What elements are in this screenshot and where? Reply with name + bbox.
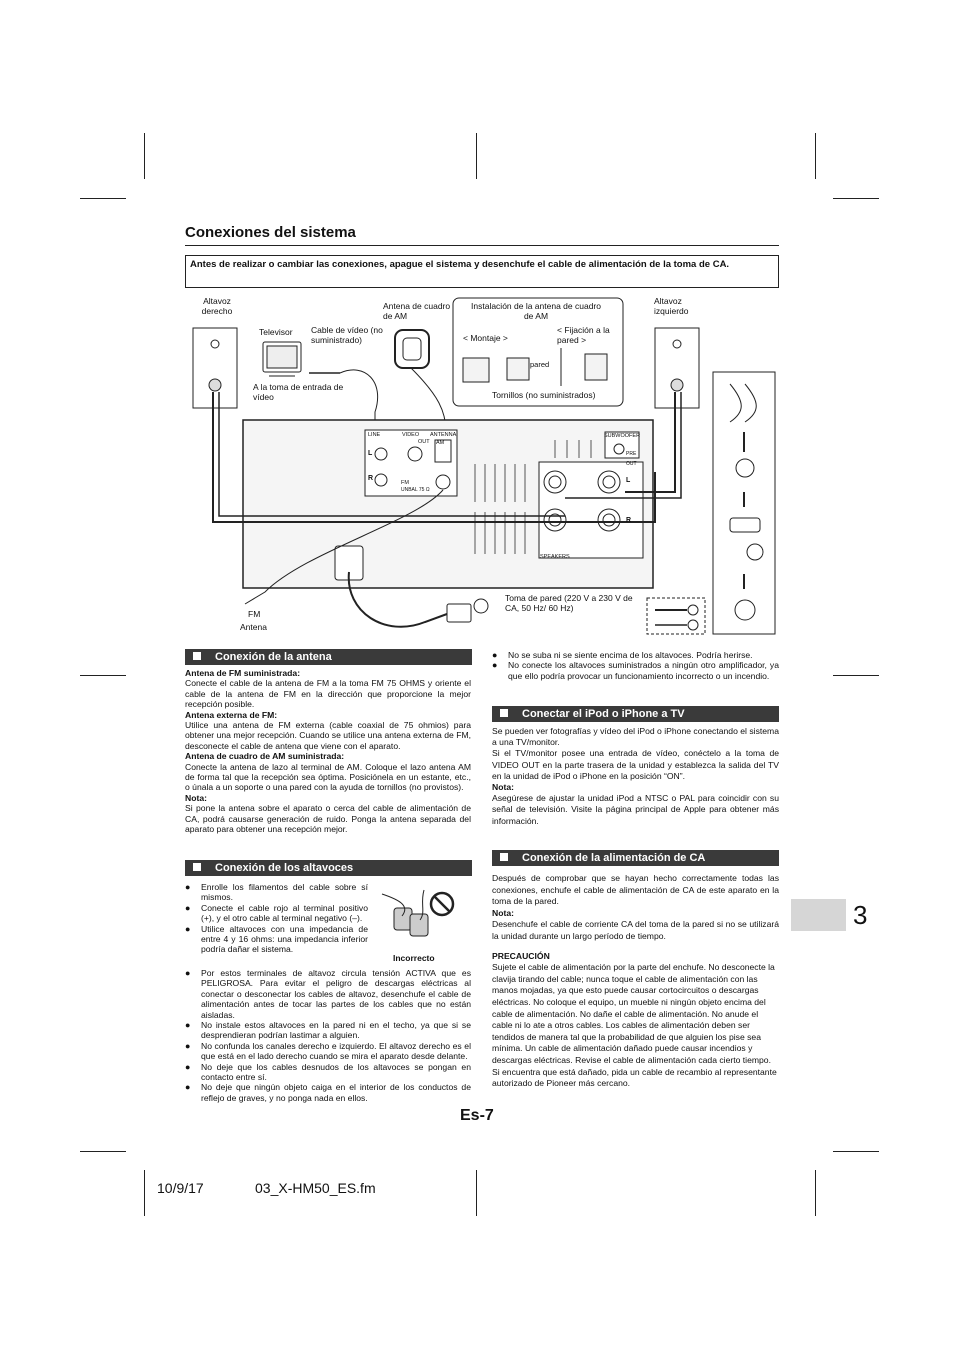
panel-l-spk: L [626,477,631,484]
panel-fm-sub: UNBAL 75 Ω [401,487,430,493]
panel-subwoofer: SUBWOOFER [604,433,641,439]
chapter-tab [791,899,846,931]
crop-mark [476,1170,477,1216]
label-fm-1: FM [248,609,261,619]
label-speaker-right: Altavoz derecho [201,296,233,316]
connection-diagram [192,297,776,635]
crop-mark [144,133,145,179]
panel-line: LINE [368,432,381,438]
ipod-text: Se pueden ver fotografías y vídeo del iP… [492,726,779,826]
label-wall-fix: < Fijación a la pared > [557,325,610,345]
panel-video: VIDEO [402,432,420,438]
notice-box: Antes de realizar o cambiar las conexion… [185,255,779,288]
speaker-bullets-right: No se suba ni se siente encima de los al… [492,650,779,681]
label-am-antenna: Antena de cuadro de AM [383,301,451,321]
speaker-heading: Conexión de los altavoces [185,860,472,876]
label-am-install: Instalación de la antena de cuadro de AM [471,301,601,321]
panel-speakers: SPEAKERS [540,554,570,560]
label-wall-socket: Toma de pared (220 V a 230 V de CA, 50 H… [505,593,633,613]
antenna-text: Antena de FM suministrada: Conecte el ca… [185,668,471,835]
label-incorrect: Incorrecto [393,953,435,963]
footer-file: 03_X-HM50_ES.fm [255,1180,376,1196]
label-video-cable: Cable de vídeo (no suministrado) [311,325,383,345]
input-panel [364,429,458,497]
speaker-right [192,327,238,409]
panel-antenna: ANTENNA [430,432,457,438]
crop-mark [80,198,126,199]
crop-mark [476,133,477,179]
panel-l: L [368,450,373,457]
crop-mark [815,1170,816,1216]
label-tv: Televisor [259,327,293,337]
am-antenna-icon [394,329,430,369]
crop-mark [833,198,879,199]
panel-r: R [368,475,374,482]
label-speaker-left: Altavoz izquierdo [654,296,689,316]
title-rule [185,245,779,246]
crop-mark [833,675,879,676]
power-heading: Conexión de la alimentación de CA [492,850,779,866]
chapter-number: 3 [853,900,868,930]
incorrect-illustration [381,889,455,937]
page-number: Es-7 [460,1107,494,1124]
antenna-heading: Conexión de la antena [185,649,472,665]
label-wall: pared [530,360,550,369]
panel-r-spk: R [626,517,632,524]
label-mount: < Montaje > [463,333,508,343]
crop-mark [80,675,126,676]
ipod-heading: Conectar el iPod o iPhone a TV [492,706,779,722]
speaker-bullets-narrow: Enrolle los filamentos del cable sobre s… [185,882,368,955]
crop-mark [815,133,816,179]
panel-out: OUT [418,439,430,445]
crop-mark [80,1151,126,1152]
label-fm-2: Antena [240,622,267,632]
crop-mark [144,1170,145,1216]
speaker-terminals [538,461,644,559]
panel-pre-out: PRE OUT [626,451,637,467]
panel-fm: FM [401,480,409,486]
label-tv-input: A la toma de entrada de vídeo [253,382,344,402]
speaker-left [654,327,700,409]
power-text: Después de comprobar que se hayan hecho … [492,873,779,1089]
panel-am: AM [436,440,445,446]
label-screws: Tornillos (no suministrados) [492,390,596,400]
footer-date: 10/9/17 [157,1180,204,1196]
am-install-box [452,297,624,407]
section-title: Conexiones del sistema [185,224,356,241]
speaker-bullets: Por estos terminales de altavoz circula … [185,968,471,1103]
crop-mark [833,1151,879,1152]
